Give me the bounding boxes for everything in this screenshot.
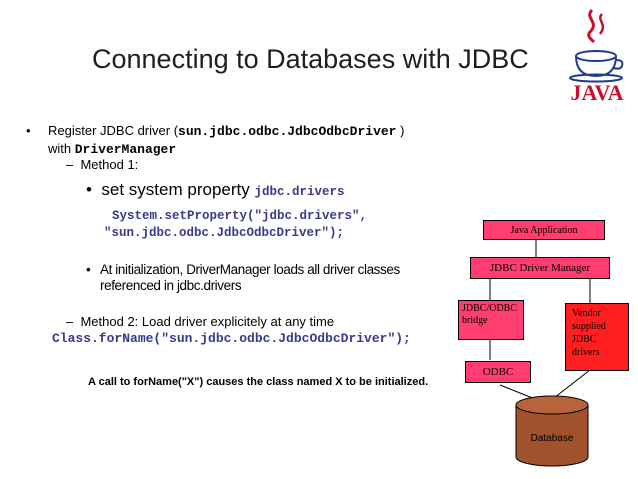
set-property-code: System.setProperty("jdbc.drivers", "sun.… [104,208,368,242]
method1-label: Method 1: [80,157,139,172]
code-line-2: "sun.jdbc.odbc.JdbcOdbcDriver"); [104,226,345,240]
bridge-label-line1: JDBC/ODBC [462,303,518,314]
bullet-symbol: • [86,262,91,277]
java-application-box: Java Application [483,220,605,240]
vendor-line-3: JDBC [572,334,597,345]
vendor-line-2: supplied [572,321,606,332]
driver-manager-code: DriverManager [74,142,177,157]
vendor-line-1: Vendor [572,308,601,319]
dash-symbol: – [66,157,74,172]
bullet-symbol: • [86,180,92,199]
database-label: Database [530,433,574,444]
method2-heading: – Method 2: Load driver explicitely at a… [66,314,334,329]
database-cylinder-icon [515,395,589,467]
bullet-register-prefix: Register JDBC driver ( [48,123,179,138]
bullet-symbol: • [26,123,31,138]
dash-symbol: – [66,314,74,329]
vendor-line-4: drivers [572,347,600,358]
java-logo-text: JAVA [571,80,624,104]
java-logo: JAVA [562,4,632,105]
java-coffee-cup-icon: JAVA [569,8,624,105]
code-line-1: System.setProperty("jdbc.drivers", [112,209,368,223]
property-name-code: jdbc.drivers [254,185,345,199]
forname-note: A call to forName("X") causes the class … [88,376,429,388]
bullet-register-line2-prefix: with [48,141,75,156]
method2-label: Method 2: Load driver explicitely at any… [80,314,335,329]
method1-heading: – Method 1: [66,157,138,172]
class-forname-code: Class.forName("sun.jdbc.odbc.JdbcOdbcDri… [52,331,411,346]
set-property-text: set system property [101,180,255,199]
jdbc-odbc-bridge-box: JDBC/ODBC bridge [458,300,524,340]
driver-class-code: sun.jdbc.odbc.JdbcOdbcDriver [178,124,397,139]
init-line-1: At initialization, DriverManager loads a… [100,262,400,277]
set-property-bullet: • set system property jdbc.drivers [86,180,344,200]
jdbc-driver-manager-box: JDBC Driver Manager [470,257,610,279]
slide-title: Connecting to Databases with JDBC [92,44,529,74]
bullet-register-suffix: ) [396,123,405,138]
odbc-box: ODBC [465,361,531,383]
bridge-label-line2: bridge [462,315,488,326]
init-line-2: referenced in jdbc.drivers [100,278,242,293]
vendor-drivers-box: Vendor supplied JDBC drivers [565,303,629,371]
